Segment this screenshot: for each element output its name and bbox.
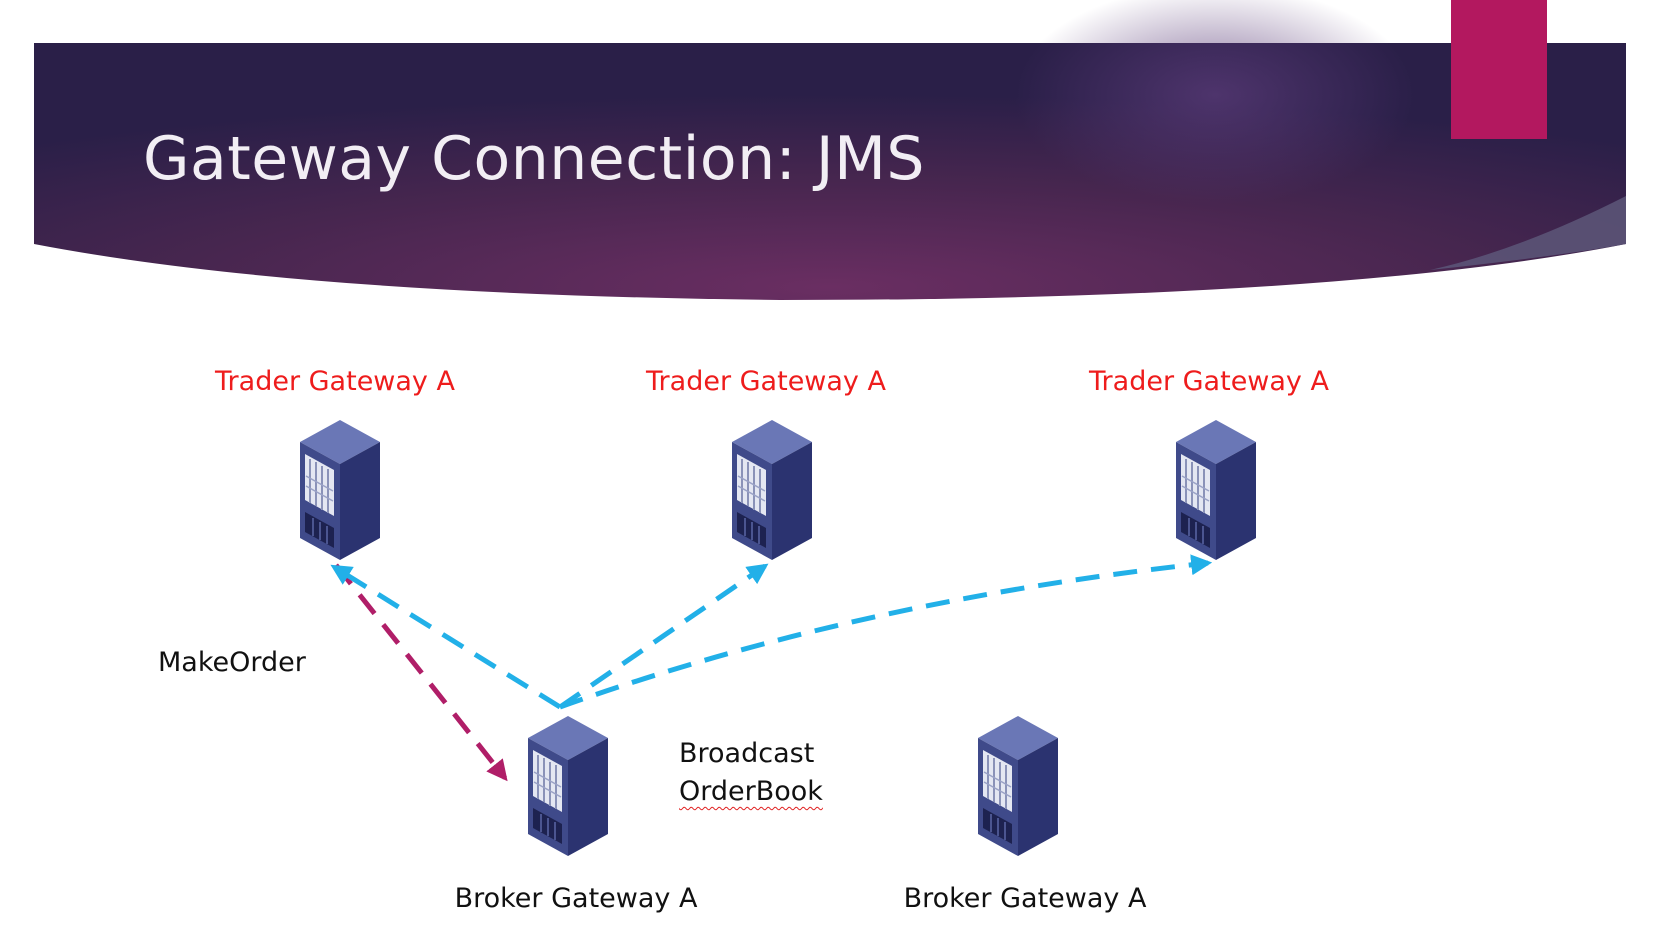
trader-1-label: Trader Gateway A xyxy=(215,366,455,397)
trader-2-label: Trader Gateway A xyxy=(646,366,886,397)
trader-3-server-icon xyxy=(1175,419,1257,561)
trader-2-server-icon xyxy=(731,419,813,561)
orderbook-word: OrderBook xyxy=(679,776,823,807)
broadcast-arrow-trader-1 xyxy=(330,564,562,710)
broadcast-arrow-trader-2 xyxy=(558,563,769,710)
broadcast-arrow-trader-3 xyxy=(559,554,1213,710)
make-order-annotation: MakeOrder xyxy=(158,647,306,678)
trader-3-label: Trader Gateway A xyxy=(1089,366,1329,397)
broker-2-server-icon xyxy=(977,715,1059,857)
trader-1-server-icon xyxy=(299,419,381,561)
slide-title: Gateway Connection: JMS xyxy=(143,124,925,194)
broker-2-label: Broker Gateway A xyxy=(903,883,1147,914)
broadcast-annotation-line2: OrderBook xyxy=(679,774,823,810)
broker-1-label: Broker Gateway A xyxy=(454,883,698,914)
make-order-arrow xyxy=(334,563,508,782)
broker-1-server-icon xyxy=(527,715,609,857)
accent-tab xyxy=(1451,0,1547,139)
title-banner xyxy=(34,0,1626,300)
broadcast-annotation-line1: Broadcast xyxy=(679,738,815,769)
